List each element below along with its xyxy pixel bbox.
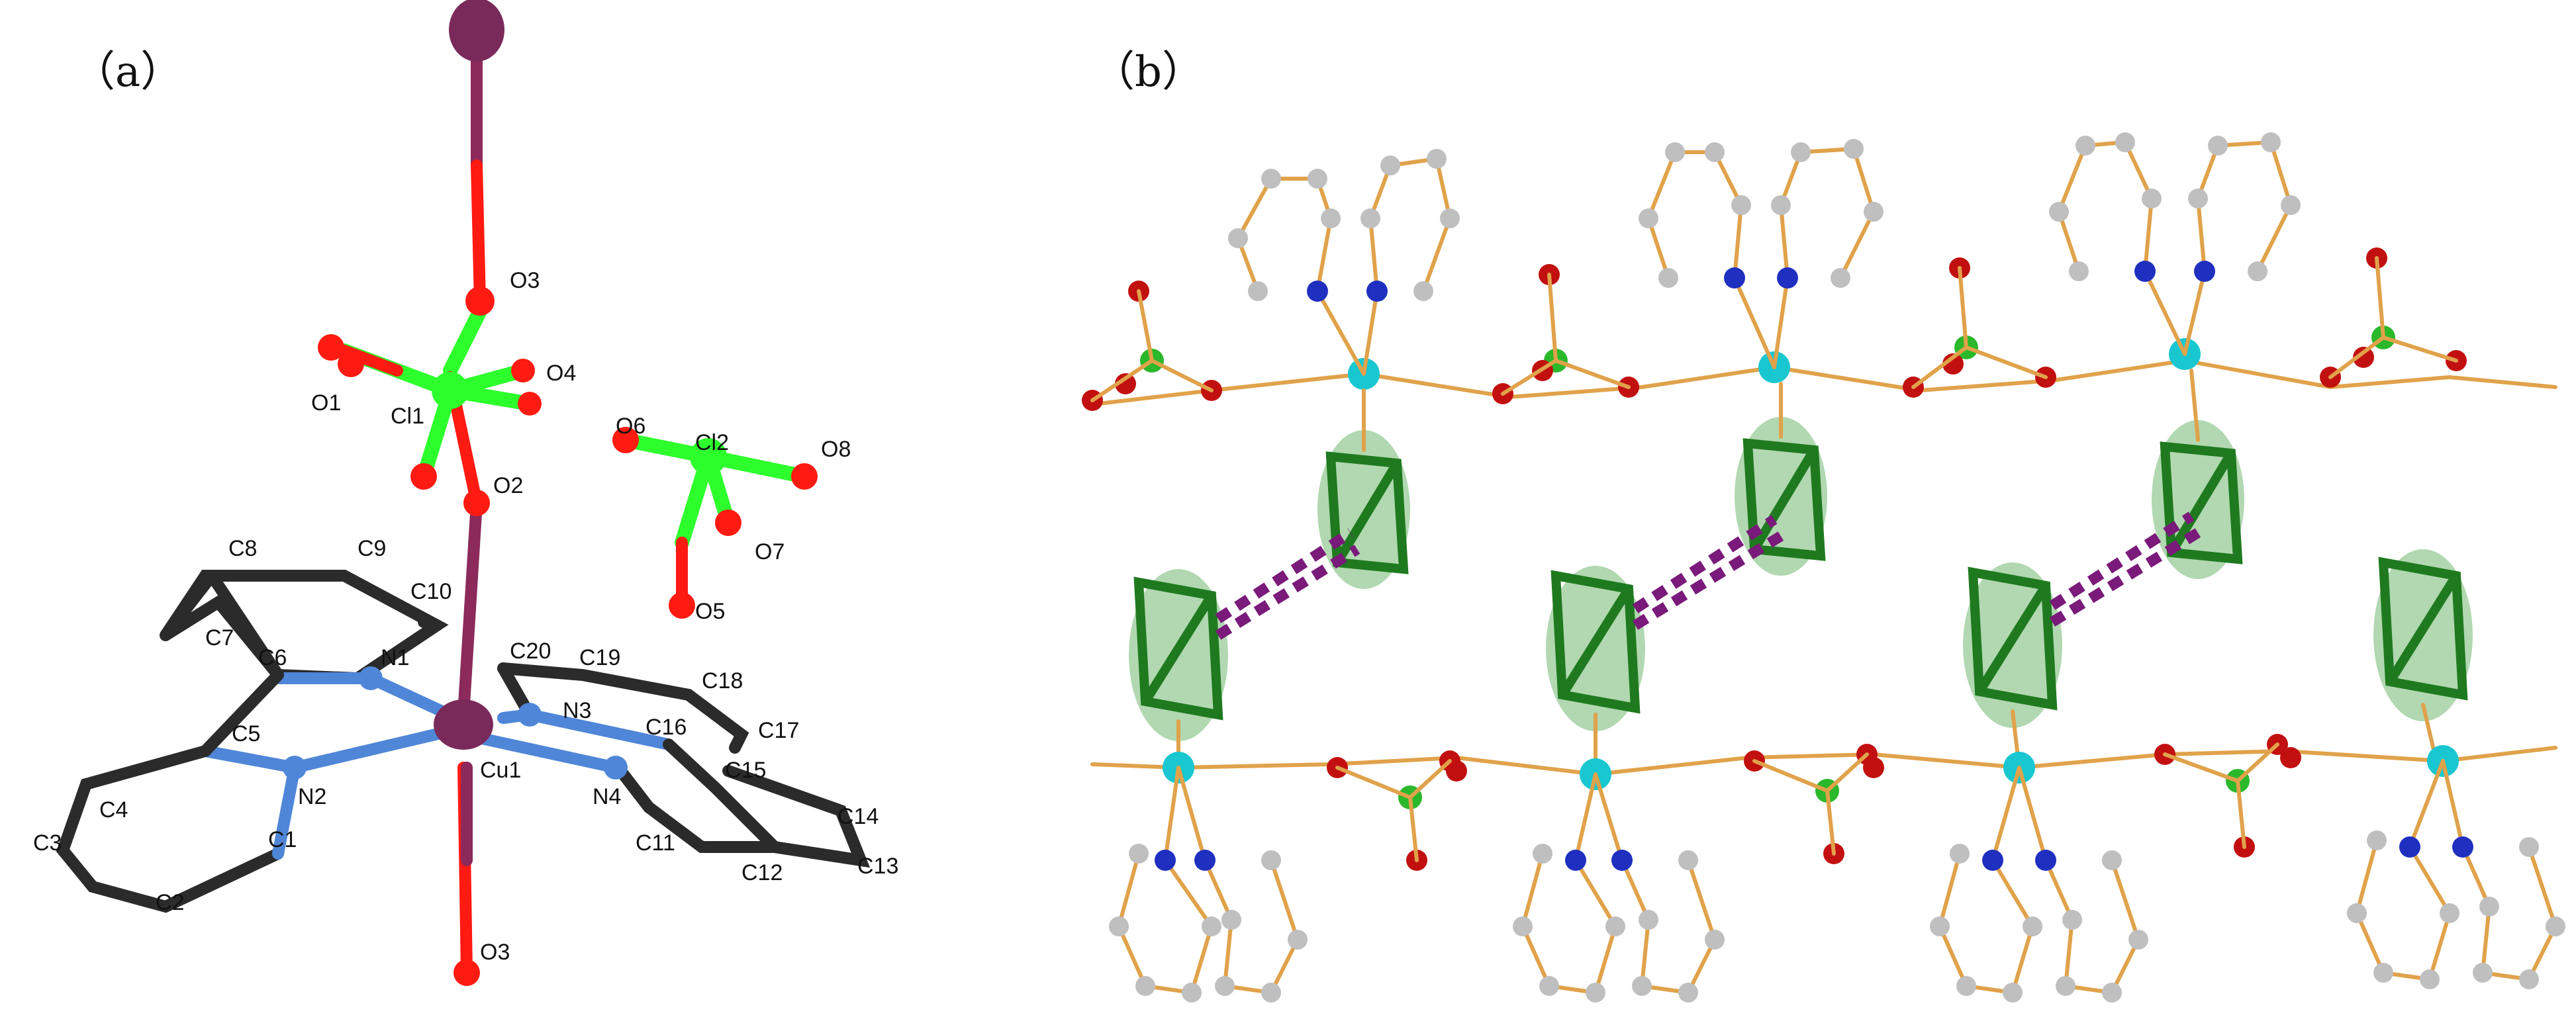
label-c13: C13	[857, 854, 898, 879]
panel-a: （a）	[33, 0, 898, 986]
label-c2: C2	[156, 890, 184, 915]
panel-a-atom-labels: O3 O4 O1 Cl1 O6 Cl2 O8 O2 O7 O5 C8 C9 C1…	[33, 268, 898, 965]
label-c7: C7	[205, 625, 234, 650]
label-c6: C6	[258, 645, 287, 670]
label-c9: C9	[358, 536, 386, 561]
cu1-atom	[434, 699, 493, 750]
label-c11: C11	[636, 830, 675, 856]
label-o4: O4	[546, 361, 576, 386]
label-o3-bottom: O3	[480, 940, 510, 965]
label-cl2: Cl2	[695, 430, 729, 455]
label-c12: C12	[741, 860, 783, 885]
label-c15: C15	[725, 758, 766, 783]
label-c16: C16	[645, 715, 687, 740]
panel-a-bonds	[56, 27, 871, 979]
label-c19: C19	[579, 645, 620, 670]
label-o7: O7	[755, 539, 785, 564]
cl1-atom	[432, 372, 469, 409]
label-c18: C18	[702, 668, 743, 693]
top-chain	[1082, 247, 2557, 411]
label-n1: N1	[381, 645, 409, 670]
label-n3: N3	[563, 698, 591, 723]
label-c14: C14	[837, 804, 879, 829]
label-c20: C20	[510, 639, 551, 664]
label-cl1: Cl1	[391, 404, 424, 429]
panel-a-label: （a）	[73, 48, 183, 97]
label-c3: C3	[33, 830, 62, 856]
label-o3-top: O3	[510, 268, 540, 293]
panel-a-atoms	[283, 0, 818, 986]
panel-b-label: （b）	[1092, 48, 1204, 97]
top-metal-atom	[449, 0, 504, 62]
label-o2: O2	[493, 473, 523, 498]
stacking-interactions	[1215, 512, 2201, 640]
label-n2: N2	[298, 784, 326, 809]
cl2-atom	[690, 438, 727, 475]
label-o5: O5	[695, 599, 725, 624]
label-o6: O6	[616, 414, 645, 439]
label-o8: O8	[821, 437, 851, 462]
label-o1: O1	[311, 390, 341, 416]
label-c10: C10	[410, 579, 452, 604]
panel-b: （b）	[1082, 48, 2565, 1003]
top-bipyridines	[1228, 132, 2301, 376]
label-c17: C17	[758, 718, 799, 743]
label-c5: C5	[232, 721, 260, 746]
pi-stacked-rings	[1129, 369, 2473, 770]
label-c4: C4	[99, 797, 128, 823]
label-n4: N4	[593, 784, 621, 809]
bottom-chain	[1090, 734, 2557, 871]
label-c8: C8	[228, 536, 257, 561]
label-cu1: Cu1	[480, 758, 521, 783]
label-c1: C1	[268, 827, 297, 852]
bottom-bipyridines	[1109, 759, 2565, 1003]
